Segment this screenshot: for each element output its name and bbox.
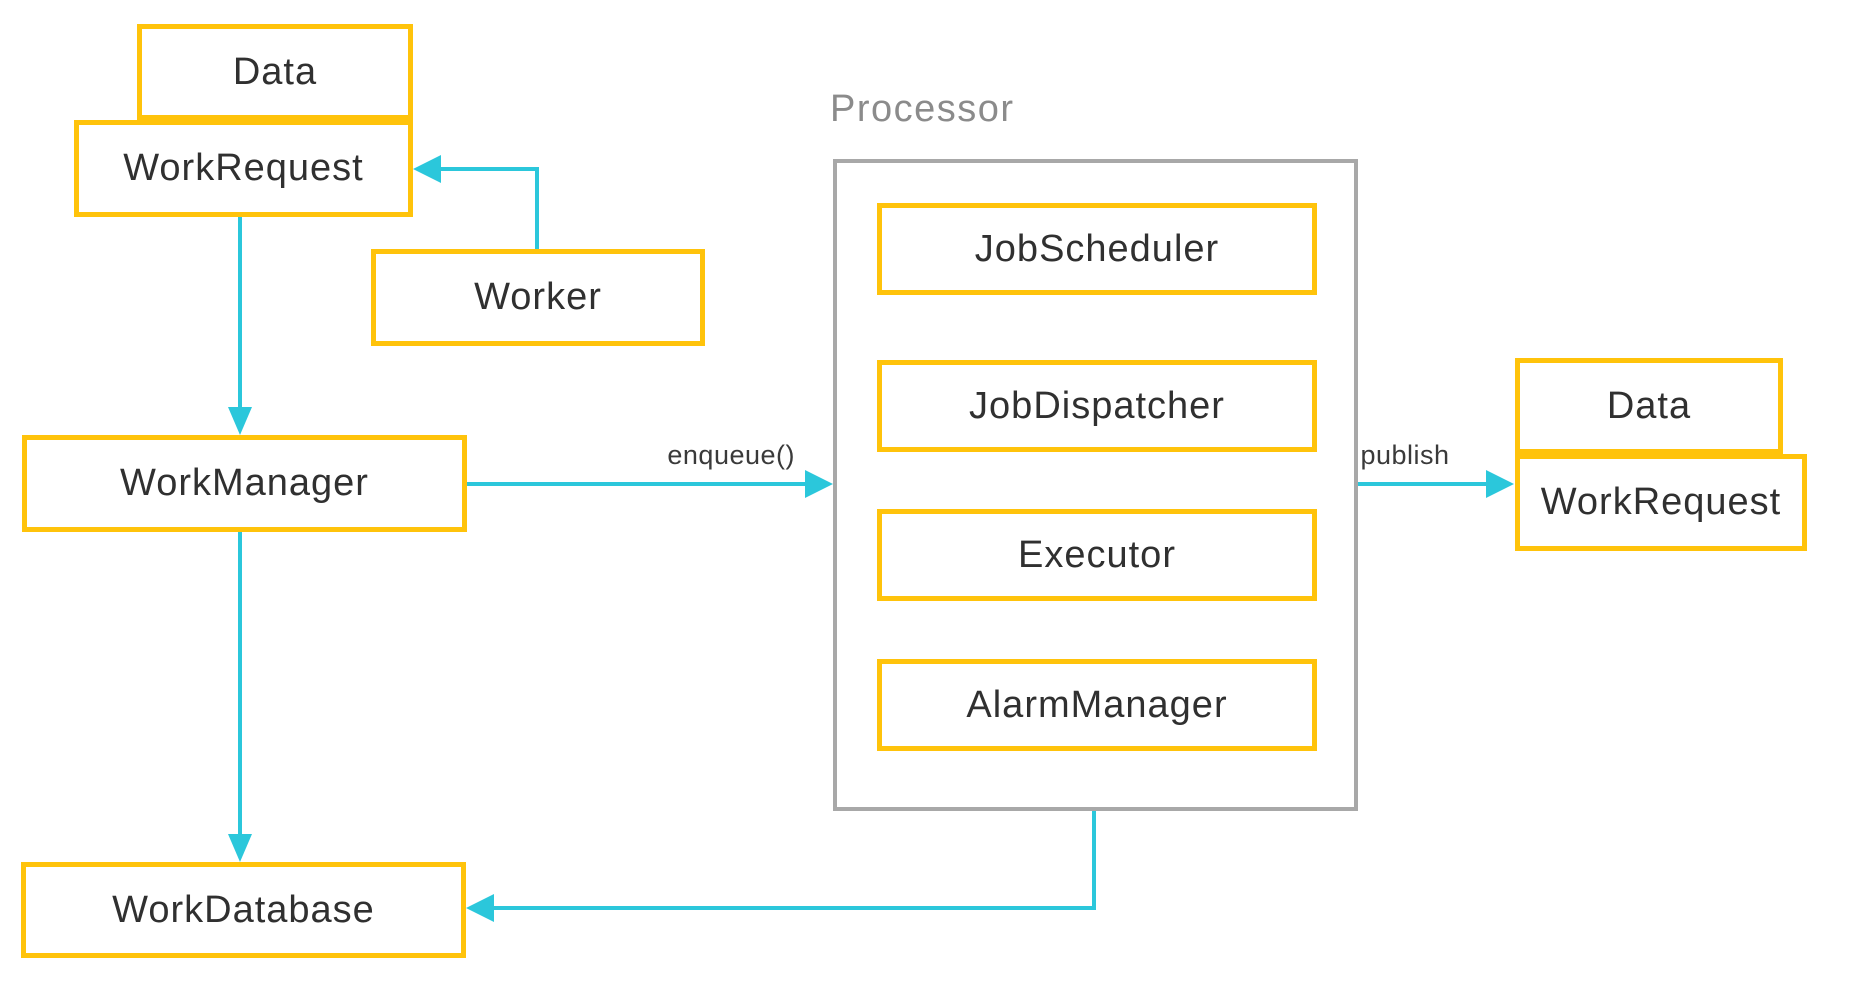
node-data-right-label: Data <box>1606 384 1692 427</box>
edge-workmanager-to-processor-line <box>467 482 807 486</box>
edge-workrequest-to-workmanager-arrowhead <box>228 407 252 435</box>
edge-processor-to-workdatabase-arrowhead <box>466 894 494 922</box>
node-executor: Executor <box>877 509 1317 601</box>
node-alarmmanager-label: AlarmManager <box>966 683 1228 726</box>
node-workmanager: WorkManager <box>22 435 467 532</box>
edge-processor-to-workdatabase-horizontal <box>494 906 1096 910</box>
edge-workmanager-to-workdatabase-arrowhead <box>228 834 252 862</box>
node-data-left: Data <box>137 24 413 120</box>
edge-worker-to-workrequest-horizontal <box>441 167 539 171</box>
node-executor-label: Executor <box>1018 533 1176 576</box>
node-workmanager-label: WorkManager <box>120 462 369 504</box>
node-workrequest-left-label: WorkRequest <box>123 147 364 189</box>
node-jobdispatcher: JobDispatcher <box>877 360 1317 452</box>
node-alarmmanager: AlarmManager <box>877 659 1317 751</box>
node-workdatabase-label: WorkDatabase <box>112 888 375 931</box>
edge-workmanager-to-processor-arrowhead <box>805 470 833 498</box>
node-workrequest-right-label: WorkRequest <box>1540 481 1782 523</box>
node-workrequest-right: WorkRequest <box>1515 454 1807 551</box>
node-data-left-label: Data <box>232 50 318 93</box>
edge-worker-to-workrequest-vertical <box>535 167 539 251</box>
node-jobscheduler: JobScheduler <box>877 203 1317 295</box>
edge-workrequest-to-workmanager-line <box>238 217 242 409</box>
edge-worker-to-workrequest-arrowhead <box>413 155 441 183</box>
edge-processor-to-workrequest-arrowhead <box>1486 470 1514 498</box>
node-worker: Worker <box>371 249 705 346</box>
node-worker-label: Worker <box>474 276 602 318</box>
edge-processor-to-workdatabase-vertical <box>1092 811 1096 910</box>
node-data-right: Data <box>1515 358 1783 454</box>
node-workrequest-left: WorkRequest <box>74 120 413 217</box>
node-jobscheduler-label: JobScheduler <box>974 227 1220 270</box>
edge-processor-to-workrequest-line <box>1358 482 1488 486</box>
edge-workmanager-to-workdatabase-line <box>238 532 242 834</box>
node-workdatabase: WorkDatabase <box>21 862 466 958</box>
edge-label-publish: publish <box>1360 440 1450 470</box>
processor-group-label: Processor <box>830 88 1015 130</box>
edge-label-enqueue: enqueue() <box>667 440 795 470</box>
node-jobdispatcher-label: JobDispatcher <box>969 384 1225 427</box>
